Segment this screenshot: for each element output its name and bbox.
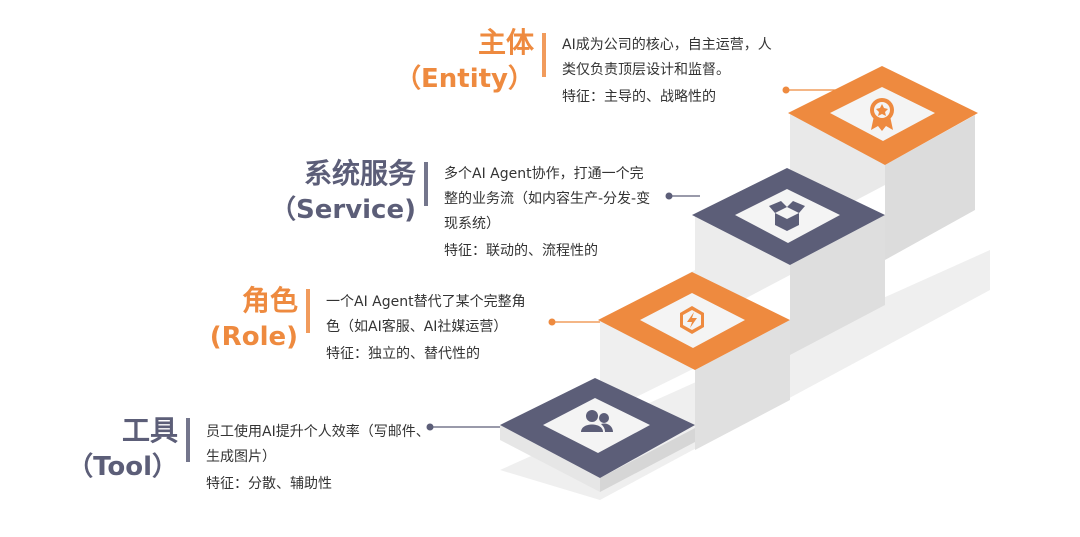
step2-riser-right xyxy=(695,320,790,450)
level-role: 角色 (Role) 一个AI Agent替代了某个完整角 色（如AI客服、AI社… xyxy=(210,284,526,362)
level-desc-line: 类仅负责顶层设计和监督。 xyxy=(562,62,730,78)
level-accent-bar xyxy=(542,33,546,77)
step1-riser-right xyxy=(600,428,695,492)
step3-inner xyxy=(735,189,840,243)
connector-dot-entity xyxy=(782,86,790,94)
open-box-icon xyxy=(769,201,805,231)
level-desc-line: 一个AI Agent替代了某个完整角 xyxy=(326,294,526,310)
level-title-en: (Role) xyxy=(210,322,298,352)
level-desc-line: 员工使用AI提升个人效率（写邮件、 xyxy=(206,423,430,440)
level-accent-bar xyxy=(186,418,190,462)
connector-dot-tool xyxy=(426,423,434,431)
level-desc-line: 整的业务流（如内容生产-分发-变 xyxy=(444,190,650,207)
level-title-en: （Tool） xyxy=(67,452,178,482)
lightning-badge-icon xyxy=(680,306,704,334)
step1-riser-left xyxy=(500,425,600,492)
level-accent-bar xyxy=(424,162,428,206)
level-desc-line: AI成为公司的核心，自主运营，人 xyxy=(562,37,772,53)
level-title-cn: 主体 xyxy=(478,26,535,59)
award-medal-icon xyxy=(870,98,894,131)
level-service: 系统服务 （Service) 多个AI Agent协作，打通一个完 整的业务流（… xyxy=(270,157,650,259)
level-title-cn: 角色 xyxy=(242,284,298,317)
level-title-cn: 工具 xyxy=(122,414,178,447)
connector-dot-service xyxy=(665,192,673,200)
level-trait: 特征：主导的、战略性的 xyxy=(562,89,716,105)
level-tool: 工具 （Tool） 员工使用AI提升个人效率（写邮件、 生成图片） 特征：分散、… xyxy=(67,414,430,492)
level-desc-line: 色（如AI客服、AI社媒运营） xyxy=(326,318,507,335)
level-title-cn: 系统服务 xyxy=(304,157,416,190)
level-desc-line: 多个AI Agent协作，打通一个完 xyxy=(444,165,644,182)
level-title-en: （Service) xyxy=(270,195,416,225)
level-trait: 特征：联动的、流程性的 xyxy=(444,243,598,259)
level-desc-line: 生成图片） xyxy=(206,449,276,465)
level-title-en: （Entity） xyxy=(395,64,534,94)
user-group-icon xyxy=(581,410,613,432)
level-desc-line: 现系统） xyxy=(444,216,500,232)
level-trait: 特征：独立的、替代性的 xyxy=(326,346,480,362)
staircase xyxy=(500,66,990,500)
level-trait: 特征：分散、辅助性 xyxy=(206,476,332,492)
level-accent-bar xyxy=(306,289,310,333)
step3-riser-right xyxy=(790,215,885,355)
level-entity: 主体 （Entity） AI成为公司的核心，自主运营，人 类仅负责顶层设计和监督… xyxy=(395,26,772,105)
connector-dot-role xyxy=(548,318,556,326)
connectors xyxy=(426,86,840,431)
step4-riser-right xyxy=(885,115,975,260)
